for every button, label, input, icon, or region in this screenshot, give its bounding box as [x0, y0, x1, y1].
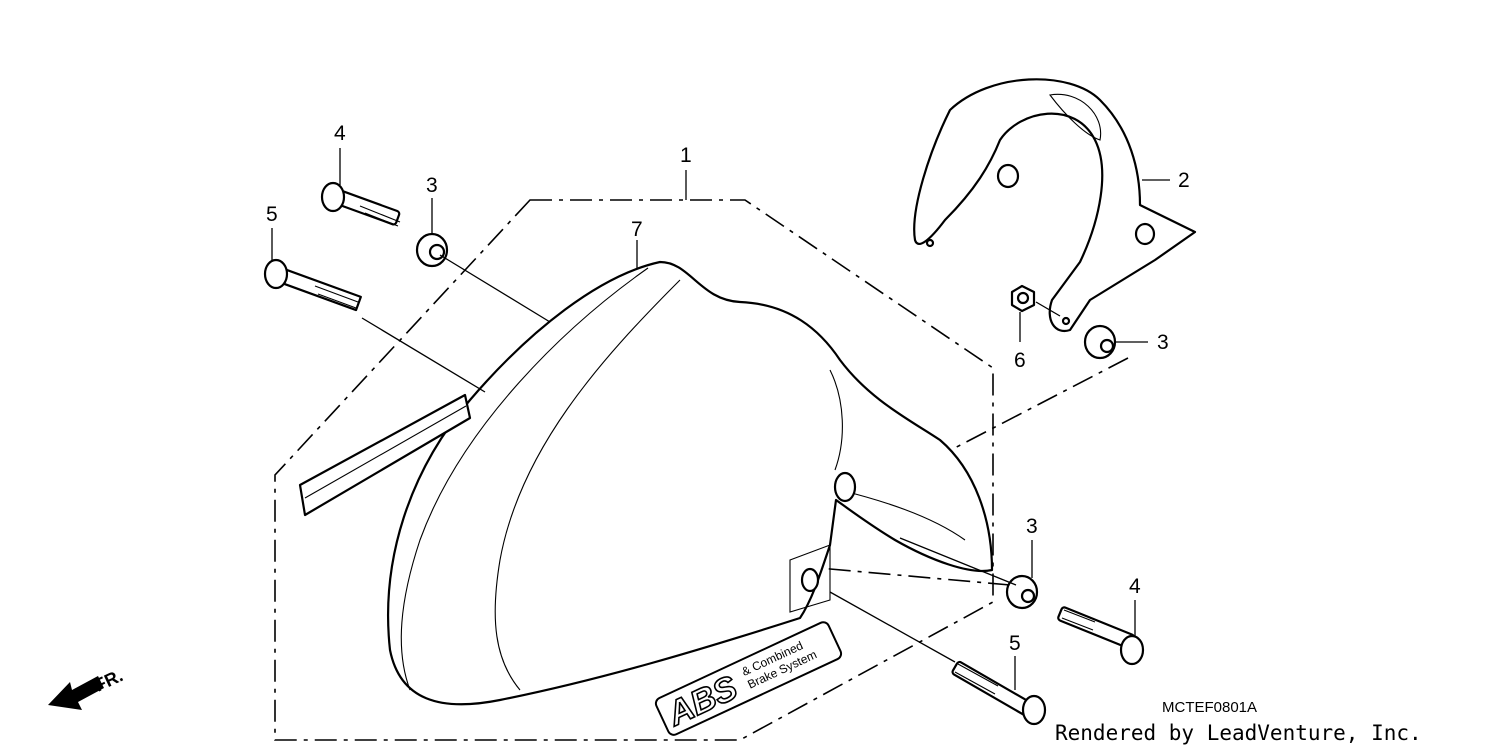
callout-1: 1 — [680, 144, 692, 167]
callout-5-lower: 5 — [1009, 632, 1021, 655]
callout-2: 2 — [1178, 169, 1190, 192]
assembly-outline-dashed — [274, 199, 994, 741]
callout-3-lower: 3 — [1026, 515, 1038, 538]
callout-3-right: 3 — [1157, 331, 1169, 354]
side-strip — [298, 393, 472, 517]
bolt-4-lower-right — [1057, 606, 1145, 666]
leader-left-upper — [439, 254, 551, 323]
callout-5-left: 5 — [266, 203, 278, 226]
callout-7: 7 — [631, 218, 643, 241]
diagram-code: MCTEF0801A — [1162, 699, 1257, 716]
bolt-5-left — [263, 258, 362, 312]
bolt-4-left — [320, 181, 401, 227]
callout-3-left: 3 — [426, 174, 438, 197]
credit-text: Rendered by LeadVenture, Inc. — [1055, 721, 1422, 745]
bolt-5-lower — [951, 660, 1047, 726]
collar-3-lower-right — [1005, 574, 1039, 610]
leader-collar-lower — [899, 537, 1017, 586]
nut-6 — [1010, 284, 1036, 313]
guide-line-dashed-lower — [784, 564, 1011, 586]
leader-left-lower — [361, 317, 486, 393]
bracket — [913, 78, 1197, 333]
front-direction-arrow: FR. — [48, 665, 126, 710]
callout-6: 6 — [1014, 349, 1026, 372]
collar-3-right-upper — [1083, 324, 1117, 360]
leader-bolt-5-lower — [829, 591, 956, 663]
leader-nut-6 — [1035, 301, 1061, 317]
callout-4-lower: 4 — [1129, 575, 1141, 598]
collar-3-left — [415, 232, 449, 268]
front-fender — [387, 260, 994, 706]
callout-4-left: 4 — [334, 122, 346, 145]
